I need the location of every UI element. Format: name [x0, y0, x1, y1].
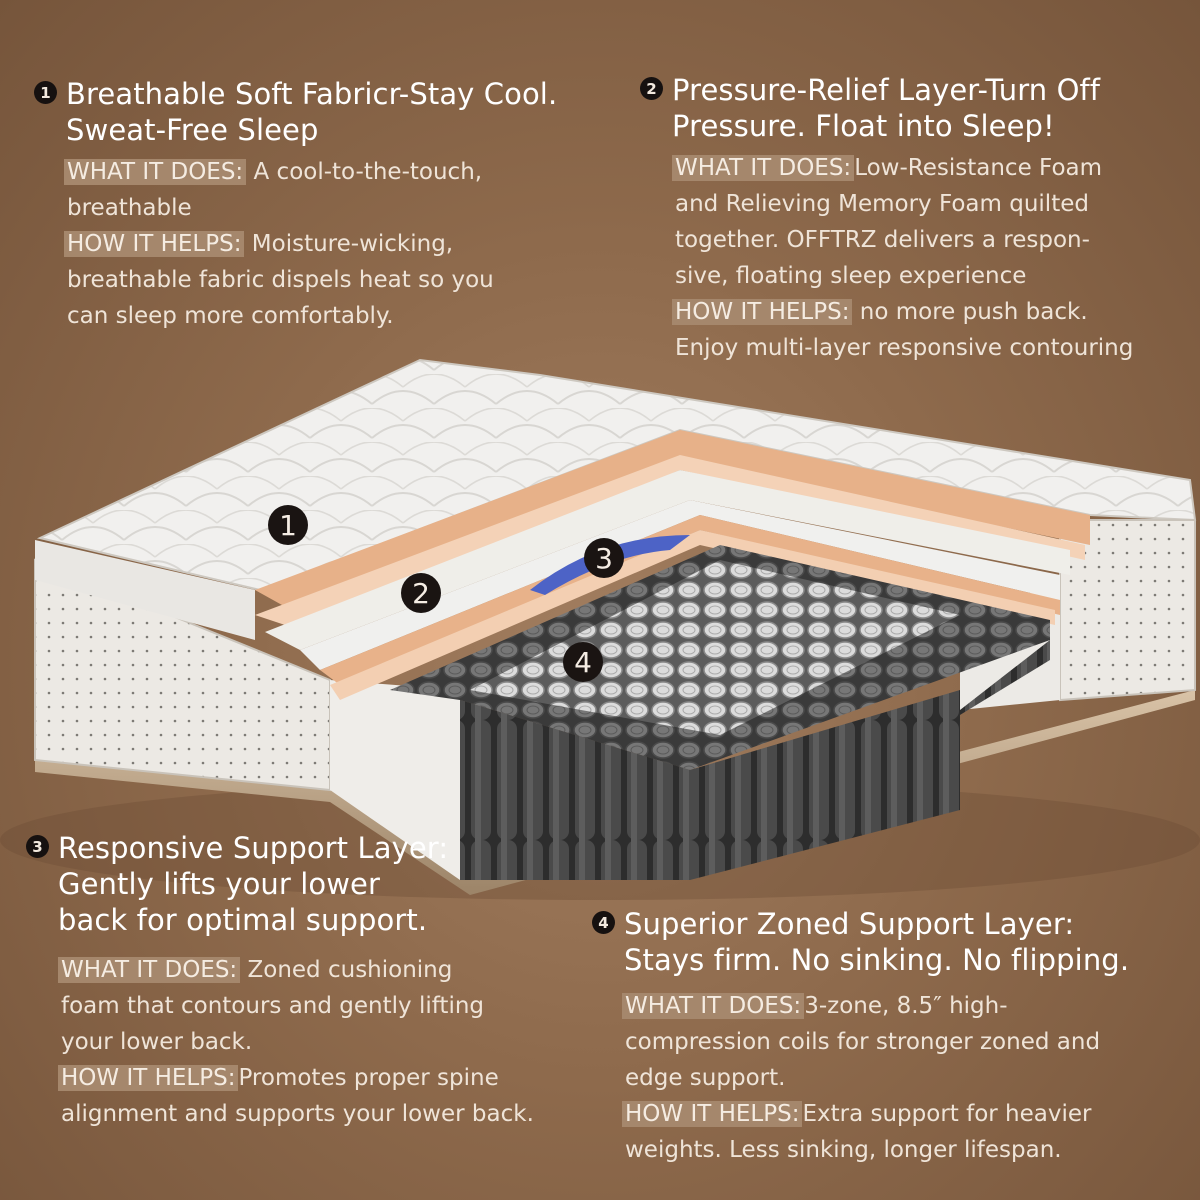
- section-description: WHAT IT DOES:3-zone, 8.5″ high- compress…: [622, 988, 1192, 1168]
- svg-text:1: 1: [279, 509, 297, 542]
- how-it-helps-label: HOW IT HELPS:: [672, 299, 853, 325]
- svg-text:4: 4: [574, 646, 592, 679]
- section-description: WHAT IT DOES: A cool-to-the-touch, breat…: [64, 154, 574, 334]
- section-number-badge: 1: [34, 81, 57, 104]
- section-title: Breathable Soft Fabricr-Stay Cool. Sweat…: [66, 77, 558, 147]
- section-title: Pressure-Relief Layer-Turn Off Pressure.…: [672, 73, 1101, 143]
- what-it-does-label: WHAT IT DOES:: [64, 159, 247, 185]
- svg-text:3: 3: [595, 542, 613, 575]
- how-it-helps-label: HOW IT HELPS:: [64, 231, 245, 257]
- feature-section-4: 4 Superior Zoned Support Layer: Stays fi…: [592, 906, 1192, 1168]
- section-number-badge: 4: [592, 911, 615, 934]
- layer-marker-4: 4: [563, 642, 603, 682]
- feature-section-3: 3 Responsive Support Layer: Gently lifts…: [26, 830, 586, 1132]
- svg-text:2: 2: [412, 577, 430, 610]
- what-it-does-label: WHAT IT DOES:: [672, 155, 855, 181]
- feature-section-2: 2 Pressure-Relief Layer-Turn Off Pressur…: [640, 72, 1180, 366]
- section-title: Responsive Support Layer: Gently lifts y…: [58, 831, 449, 937]
- layer-marker-1: 1: [268, 505, 308, 545]
- what-it-does-label: WHAT IT DOES:: [58, 957, 241, 983]
- section-title: Superior Zoned Support Layer: Stays firm…: [624, 907, 1130, 977]
- section-number-badge: 2: [640, 77, 663, 100]
- section-number-badge: 3: [26, 835, 49, 858]
- what-it-does-label: WHAT IT DOES:: [622, 993, 805, 1019]
- layer-marker-3: 3: [584, 538, 624, 578]
- how-it-helps-label: HOW IT HELPS:: [58, 1065, 239, 1091]
- layer-marker-2: 2: [401, 573, 441, 613]
- section-description: WHAT IT DOES: Zoned cushioning foam that…: [58, 952, 586, 1132]
- how-it-helps-label: HOW IT HELPS:: [622, 1101, 803, 1127]
- feature-section-1: 1 Breathable Soft Fabricr-Stay Cool. Swe…: [34, 76, 574, 334]
- section-description: WHAT IT DOES:Low-Resistance Foam and Rel…: [672, 150, 1180, 366]
